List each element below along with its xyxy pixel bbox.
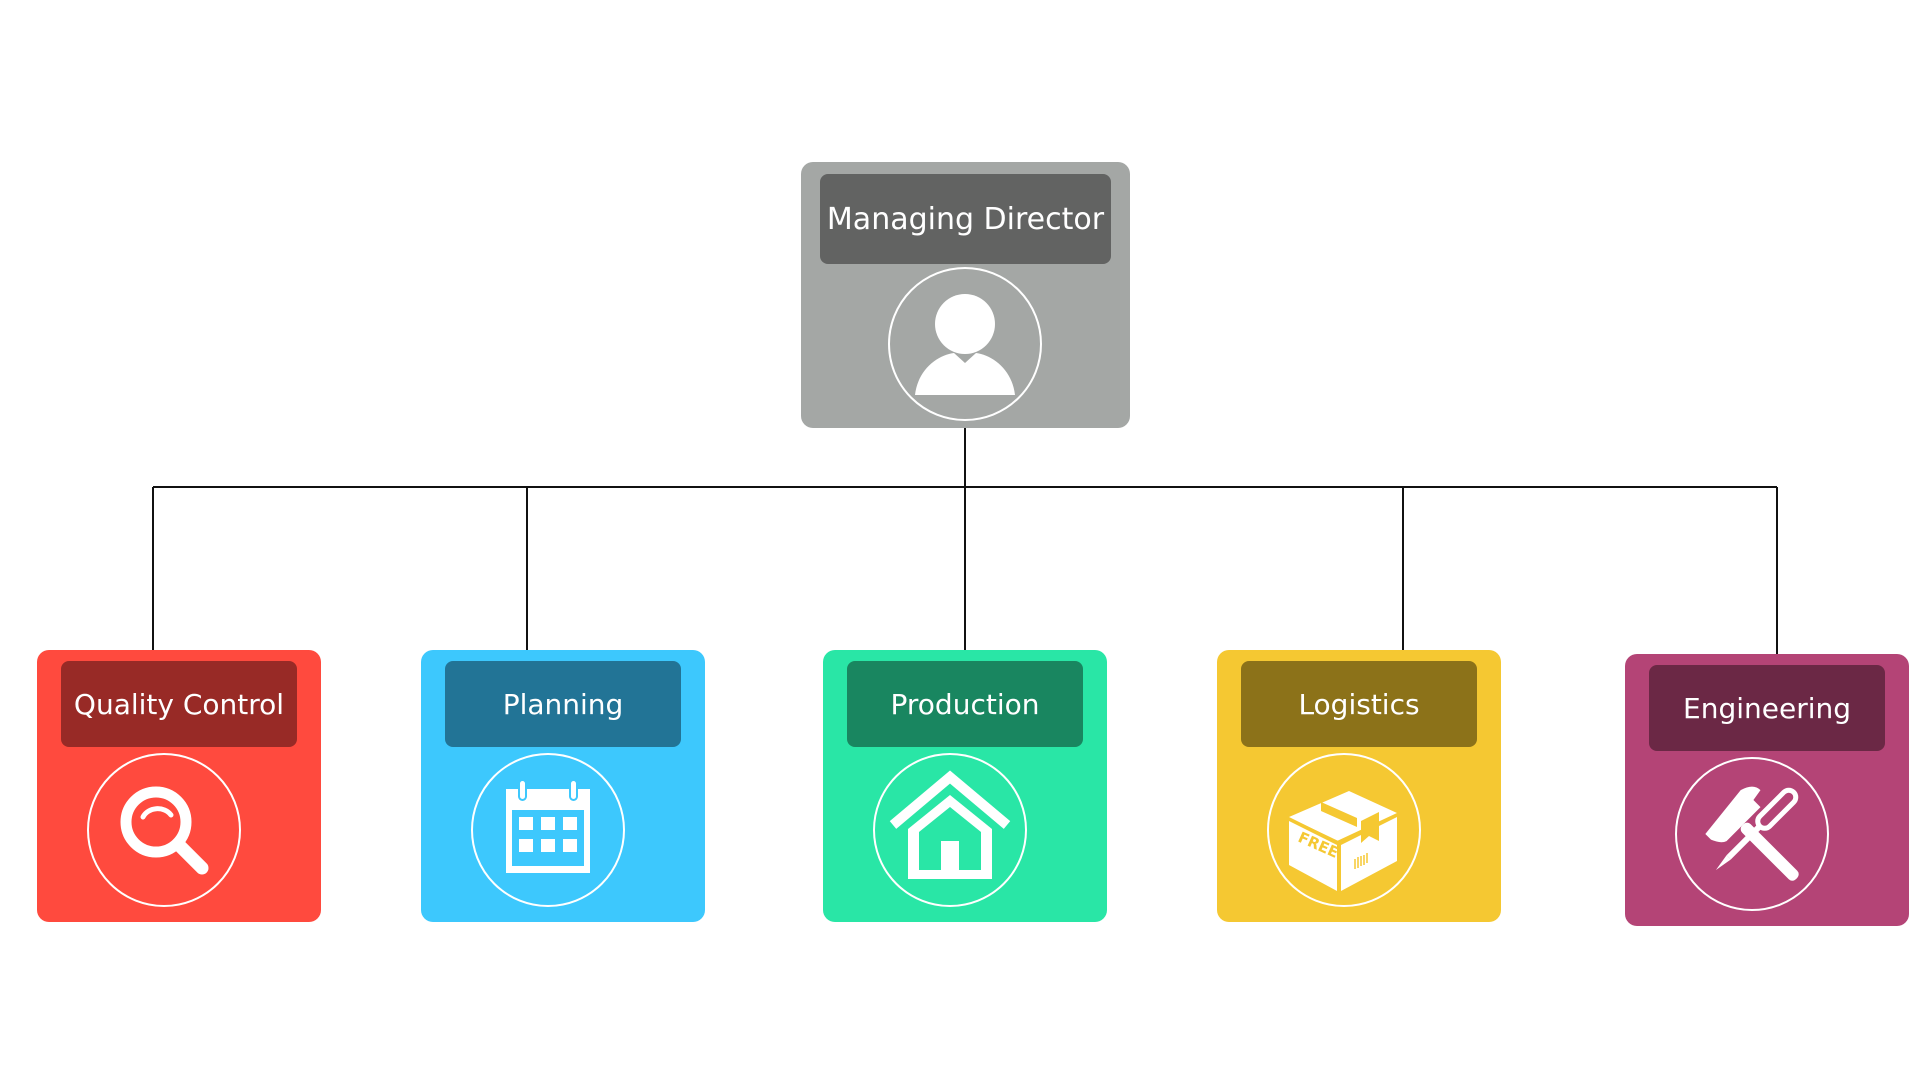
free-box-icon: FREE bbox=[1267, 753, 1421, 907]
hammer-screwdriver-icon bbox=[1675, 757, 1829, 911]
managing-director-card: Managing Director bbox=[801, 162, 1130, 428]
quality-control-title: Quality Control bbox=[61, 661, 297, 747]
planning-title: Planning bbox=[445, 661, 681, 747]
logistics-title: Logistics bbox=[1241, 661, 1477, 747]
magnifier-icon bbox=[87, 753, 241, 907]
logistics-card: Logistics FREE bbox=[1217, 650, 1501, 922]
engineering-card: Engineering bbox=[1625, 654, 1909, 926]
planning-card: Planning bbox=[421, 650, 705, 922]
quality-control-card: Quality Control bbox=[37, 650, 321, 922]
calendar-icon bbox=[471, 753, 625, 907]
engineering-title: Engineering bbox=[1649, 665, 1885, 751]
house-icon bbox=[873, 753, 1027, 907]
person-icon bbox=[888, 267, 1042, 421]
production-card: Production bbox=[823, 650, 1107, 922]
production-title: Production bbox=[847, 661, 1083, 747]
managing-director-title: Managing Director bbox=[820, 174, 1111, 264]
